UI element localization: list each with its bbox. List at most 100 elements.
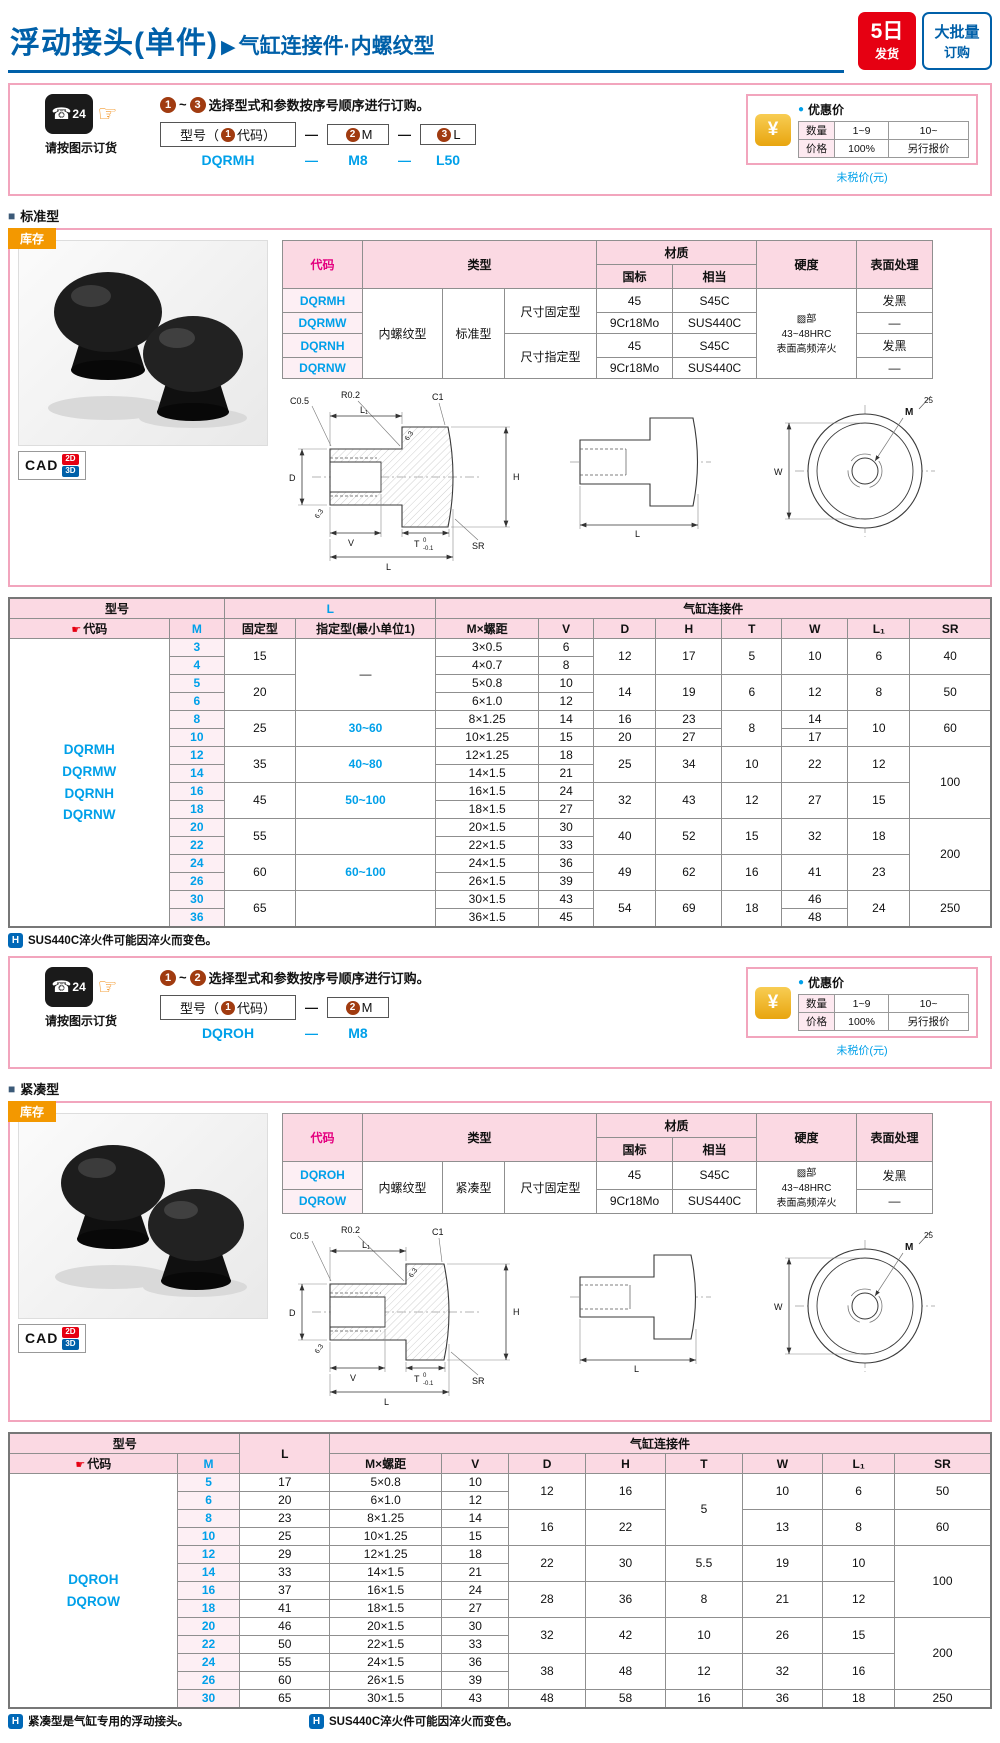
data-cell: 10: [168, 728, 226, 747]
data-cell: 100: [894, 1545, 992, 1618]
data-cell: 39: [537, 872, 595, 891]
svg-text:V: V: [348, 538, 354, 548]
svg-text:L₁: L₁: [360, 405, 368, 415]
example-m: M8: [348, 1025, 368, 1041]
svg-text:L: L: [386, 562, 391, 572]
price-block: ¥ ●优惠价 数量 1~9 10~ 价格 100% 另行报价: [746, 967, 978, 1058]
data-cell: 5×0.8: [329, 1473, 443, 1492]
cad-2d-button[interactable]: 2D: [62, 1327, 79, 1338]
svg-text:M: M: [905, 1242, 913, 1253]
order-example: DQRMH — M8 — L50: [160, 152, 726, 168]
price-title: ●优惠价: [798, 103, 845, 117]
data-cell: 18: [721, 890, 783, 928]
data-cell: 5: [176, 1473, 241, 1492]
data-cell: 20: [239, 1491, 331, 1510]
part-codes[interactable]: DQRMH DQRMW DQRNH DQRNW: [8, 638, 170, 928]
data-cell: 17: [781, 728, 849, 747]
data-cell: 8: [168, 710, 226, 729]
qty-range-b: 10~: [888, 994, 969, 1013]
data-cell: 22: [176, 1635, 241, 1654]
data-cell: 45: [596, 333, 673, 358]
example-code: DQROH: [201, 1025, 255, 1041]
technical-drawings-standard: C0.5 R0.2 C1 L₁ D: [282, 389, 982, 577]
data-cell: 35: [224, 746, 296, 783]
cad-2d-button[interactable]: 2D: [62, 454, 79, 465]
note-compact: H 紧凑型是气缸专用的浮动接头。: [8, 1713, 189, 1729]
part-code[interactable]: DQROH: [282, 1161, 363, 1190]
phone-glyph: ☎: [51, 979, 72, 996]
data-cell: 36: [741, 1689, 824, 1709]
data-cell: 45: [224, 782, 296, 819]
data-cell: 46: [781, 890, 849, 909]
part-code[interactable]: DQRMH: [282, 288, 363, 313]
svg-text:W: W: [774, 1302, 783, 1312]
standard-panel: 库存: [8, 228, 992, 587]
part-codes[interactable]: DQROH DQROW: [8, 1473, 178, 1709]
svg-text:R0.2: R0.2: [341, 1225, 360, 1235]
svg-text:-0.1: -0.1: [423, 1381, 434, 1387]
data-cell: 41: [781, 854, 849, 891]
spec-header-code: 代码: [282, 1113, 363, 1162]
col-code: ☛代码: [8, 618, 170, 639]
data-cell: 30×1.5: [329, 1689, 443, 1709]
data-cell: 30: [168, 890, 226, 909]
compact-panel: 库存: [8, 1101, 992, 1422]
data-cell: 36×1.5: [435, 908, 539, 928]
data-cell: 250: [909, 890, 992, 928]
tilde: ~: [179, 97, 187, 112]
svg-text:L₁: L₁: [362, 1240, 370, 1250]
data-cell: 9Cr18Mo: [596, 312, 673, 334]
dash-separator: —: [305, 1025, 318, 1041]
part-code[interactable]: DQRNH: [282, 333, 363, 358]
data-cell: 10: [441, 1473, 510, 1492]
data-cell: 14×1.5: [435, 764, 539, 783]
data-cell: 6: [847, 638, 911, 675]
data-cell: 10: [847, 710, 911, 747]
data-cell: 内螺纹型: [362, 288, 443, 379]
data-cell: 24: [847, 890, 911, 928]
header-cell: 气缸连接件: [435, 597, 992, 619]
data-cell: 26: [168, 872, 226, 891]
header-cell: 硬度: [756, 240, 858, 289]
header-cell: L₁: [822, 1453, 896, 1474]
svg-text:M: M: [905, 407, 913, 418]
header-cell: 类型: [362, 1113, 597, 1162]
data-cell: 12×1.25: [329, 1545, 443, 1564]
data-cell: 50: [909, 674, 992, 711]
dash-separator: —: [305, 1000, 318, 1015]
cad-3d-button[interactable]: 3D: [62, 1338, 79, 1350]
data-cell: 22: [781, 746, 849, 783]
data-cell: 48: [584, 1653, 667, 1690]
drawing-side-view: L: [570, 1254, 711, 1374]
part-code[interactable]: DQROW: [282, 1188, 363, 1215]
data-cell: 14: [441, 1509, 510, 1528]
data-cell: 10×1.25: [329, 1527, 443, 1546]
svg-text:0: 0: [423, 1373, 427, 1379]
part-code[interactable]: DQRMW: [282, 312, 363, 334]
data-cell: 46: [239, 1617, 331, 1636]
data-cell: 32: [741, 1653, 824, 1690]
data-cell: 12: [441, 1491, 510, 1510]
data-cell: 14: [781, 710, 849, 729]
title-text: 浮动接头(单件): [10, 27, 218, 60]
data-cell: 34: [655, 746, 723, 783]
data-cell: 30×1.5: [435, 890, 539, 909]
data-cell: 200: [894, 1617, 992, 1690]
data-cell: 9Cr18Mo: [596, 357, 673, 379]
data-cell: 14: [537, 710, 595, 729]
header-cell: V: [441, 1453, 510, 1474]
data-cell: 5: [665, 1473, 743, 1546]
header-cell: D: [593, 618, 657, 639]
cad-3d-button[interactable]: 3D: [62, 465, 79, 477]
cad-label: CAD: [25, 457, 59, 474]
data-cell: 12: [508, 1473, 586, 1510]
part-code[interactable]: DQRNW: [282, 357, 363, 379]
step-instruction-line: 1 ~ 2 选择型式和参数按序号顺序进行订购。: [160, 968, 726, 987]
data-cell: 69: [655, 890, 723, 928]
data-cell: 30: [176, 1689, 241, 1709]
svg-text:C1: C1: [432, 1227, 444, 1237]
